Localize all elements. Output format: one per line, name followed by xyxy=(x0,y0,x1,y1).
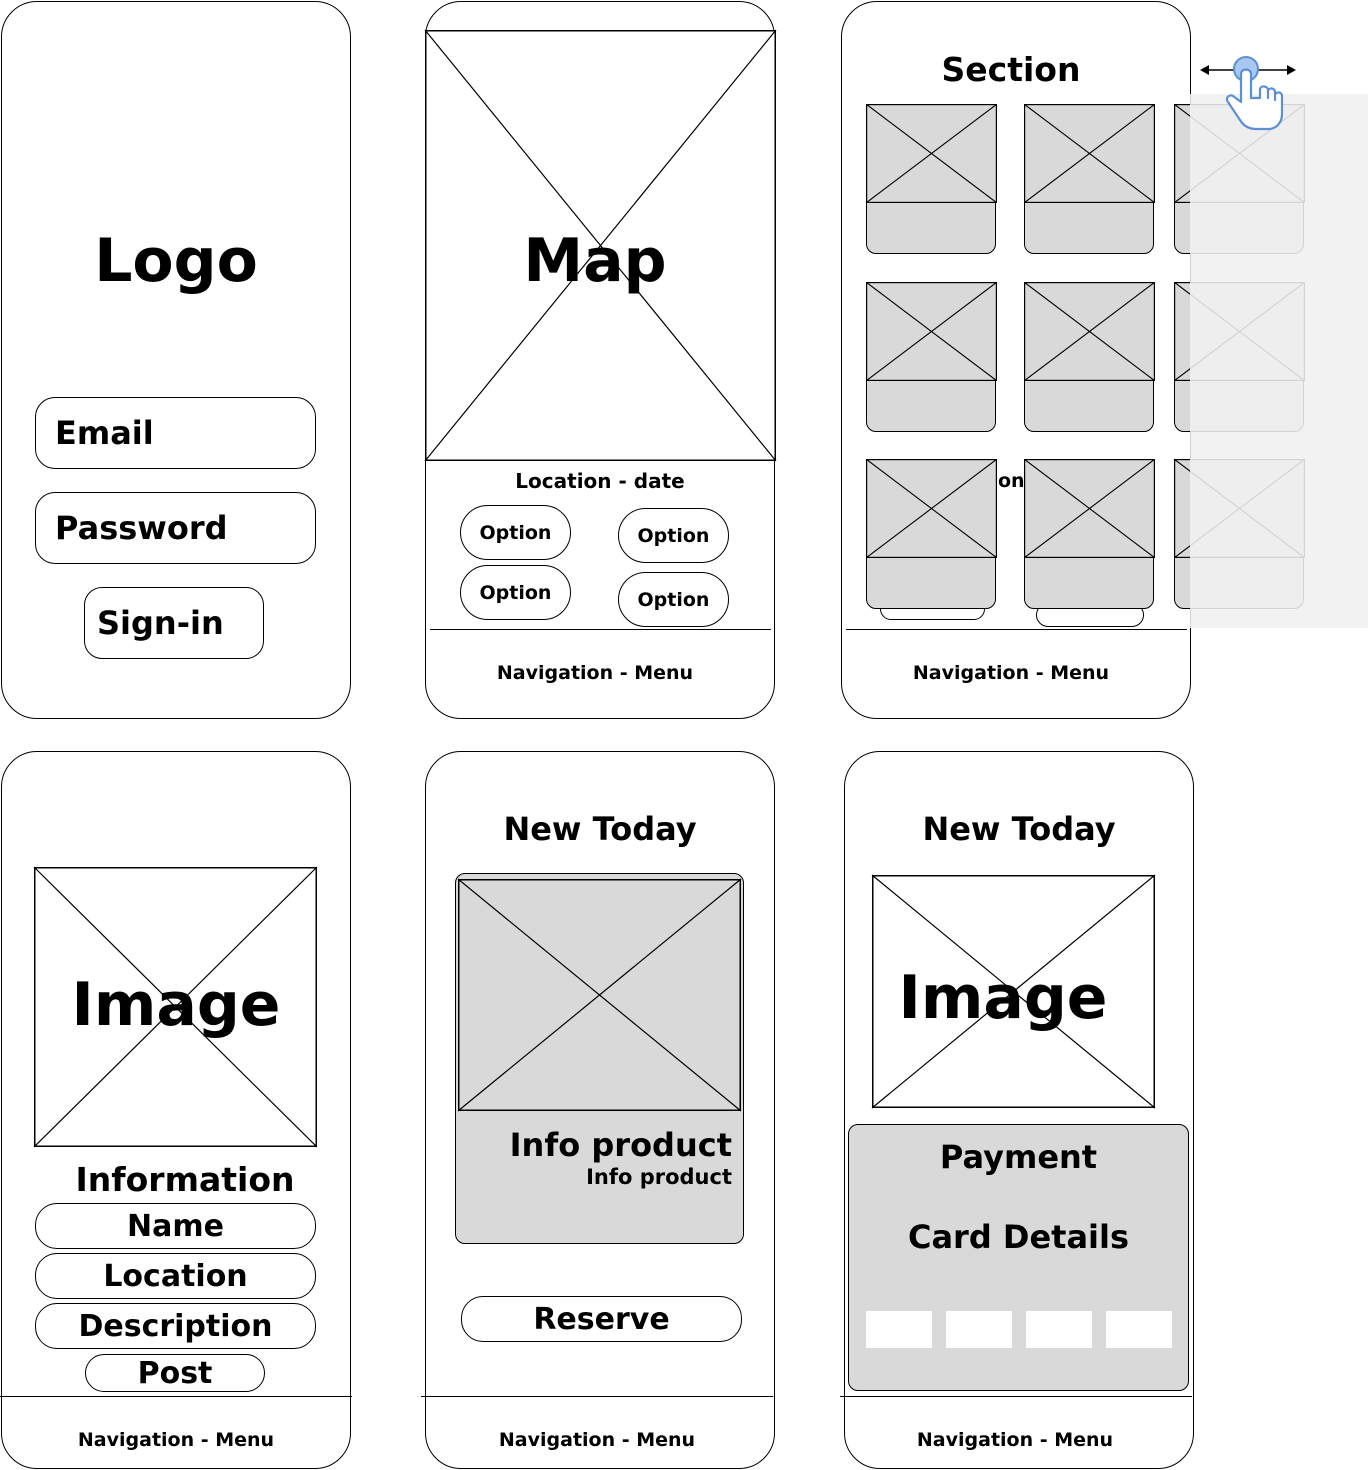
email-field[interactable]: Email xyxy=(35,397,316,469)
card-number-field-1[interactable] xyxy=(866,1311,932,1348)
image-placeholder xyxy=(866,459,997,558)
signin-button[interactable]: Sign-in xyxy=(84,587,264,659)
card-details-label: Card Details xyxy=(907,1218,1130,1256)
nav-divider xyxy=(430,629,771,630)
new-today-title: New Today xyxy=(503,810,697,848)
nav-divider xyxy=(840,1396,1192,1397)
name-field[interactable]: Name xyxy=(35,1203,316,1249)
grid-tile[interactable] xyxy=(866,282,997,432)
nav-divider xyxy=(421,1396,773,1397)
post-button[interactable]: Post xyxy=(85,1354,265,1392)
option-button-4[interactable]: Option xyxy=(618,572,729,627)
location-label: Location xyxy=(103,1258,248,1294)
image-placeholder xyxy=(457,878,742,1112)
image-placeholder xyxy=(866,104,997,203)
info-product-title: Info product xyxy=(509,1126,732,1164)
nav-menu-label[interactable]: Navigation - Menu xyxy=(77,1429,275,1451)
grid-tile[interactable] xyxy=(1024,104,1155,254)
image-placeholder xyxy=(1024,459,1155,558)
hidden-option-text: on xyxy=(998,470,1025,492)
new-today-title: New Today xyxy=(922,810,1116,848)
nav-menu-label[interactable]: Navigation - Menu xyxy=(496,662,694,684)
image-placeholder[interactable] xyxy=(871,874,1156,1109)
reserve-button[interactable]: Reserve xyxy=(461,1296,742,1342)
nav-divider xyxy=(0,1396,352,1397)
nav-menu-label[interactable]: Navigation - Menu xyxy=(498,1429,696,1451)
swipe-hand-icon xyxy=(1200,56,1296,131)
password-label: Password xyxy=(55,509,228,547)
grid-tile[interactable] xyxy=(866,459,997,609)
description-field[interactable]: Description xyxy=(35,1303,316,1349)
option-button-2[interactable]: Option xyxy=(618,508,729,563)
grid-tile[interactable] xyxy=(866,104,997,254)
card-number-field-3[interactable] xyxy=(1026,1311,1092,1348)
name-label: Name xyxy=(127,1208,224,1244)
image-label: Image xyxy=(71,970,281,1040)
map-placeholder[interactable] xyxy=(424,29,777,462)
image-label: Image xyxy=(898,963,1108,1033)
email-label: Email xyxy=(55,414,154,452)
information-heading: Information xyxy=(75,1160,295,1199)
option-button-1[interactable]: Option xyxy=(460,505,571,560)
grid-tile[interactable] xyxy=(1024,282,1155,432)
location-date-label: Location - date xyxy=(515,469,685,493)
logo-text: Logo xyxy=(94,226,258,296)
payment-heading: Payment xyxy=(939,1138,1098,1176)
offscreen-overlay xyxy=(1190,94,1368,628)
option-label: Option xyxy=(637,588,710,611)
option-button-3[interactable]: Option xyxy=(460,565,571,620)
card-number-field-2[interactable] xyxy=(946,1311,1012,1348)
option-label: Option xyxy=(637,524,710,547)
option-label: Option xyxy=(479,581,552,604)
card-number-field-4[interactable] xyxy=(1106,1311,1172,1348)
reserve-label: Reserve xyxy=(533,1301,670,1337)
image-placeholder xyxy=(1024,104,1155,203)
nav-menu-label[interactable]: Navigation - Menu xyxy=(912,662,1110,684)
map-label: Map xyxy=(523,226,667,296)
image-placeholder xyxy=(866,282,997,381)
description-label: Description xyxy=(78,1308,273,1344)
option-label: Option xyxy=(479,521,552,544)
signin-label: Sign-in xyxy=(97,604,224,642)
nav-menu-label[interactable]: Navigation - Menu xyxy=(916,1429,1114,1451)
section-title: Section xyxy=(941,50,1081,89)
image-placeholder[interactable] xyxy=(33,866,318,1148)
password-field[interactable]: Password xyxy=(35,492,316,564)
grid-tile[interactable] xyxy=(1024,459,1155,609)
nav-divider xyxy=(846,629,1187,630)
image-placeholder xyxy=(1024,282,1155,381)
location-field[interactable]: Location xyxy=(35,1253,316,1299)
info-product-subtitle: Info product xyxy=(586,1165,732,1189)
post-label: Post xyxy=(137,1355,213,1391)
